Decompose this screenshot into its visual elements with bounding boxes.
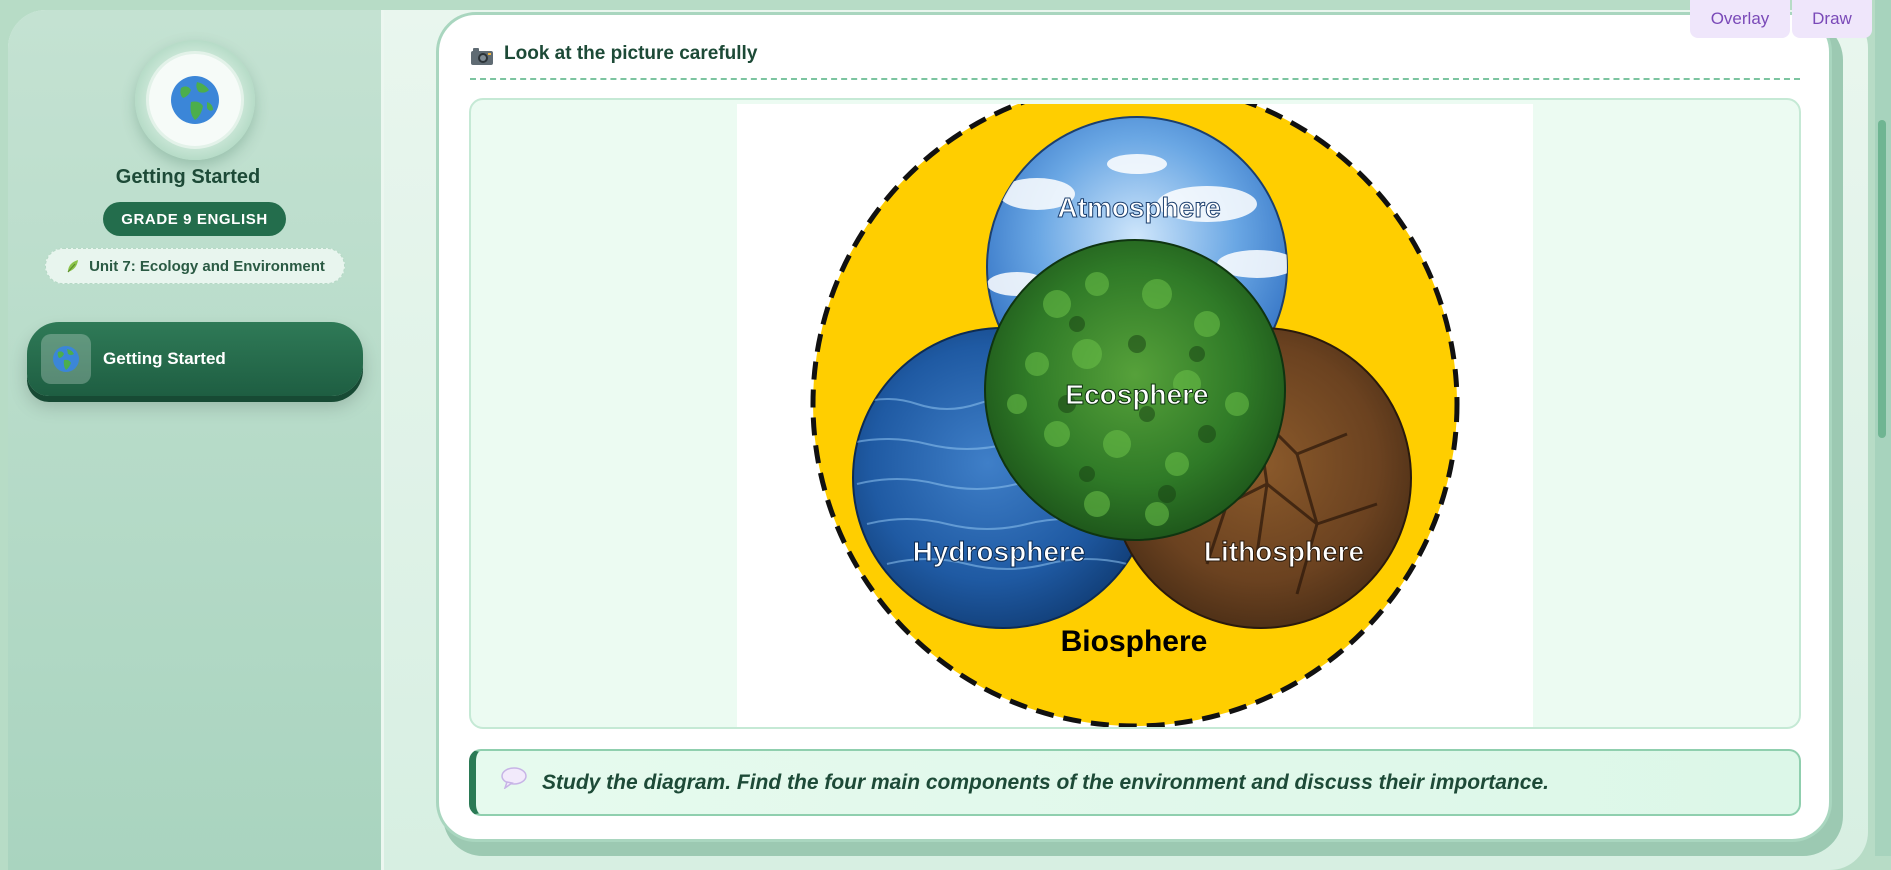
leaf-icon bbox=[67, 260, 79, 273]
card-header: Look at the picture carefully bbox=[470, 40, 1800, 80]
unit-label: Unit 7: Ecology and Environment bbox=[89, 257, 325, 275]
hydrosphere-label: Hydrosphere bbox=[913, 536, 1086, 567]
draw-button[interactable]: Draw bbox=[1792, 0, 1872, 38]
ecosphere-circle bbox=[984, 239, 1286, 541]
ecosphere-label: Ecosphere bbox=[1065, 379, 1208, 410]
sidebar-item-getting-started[interactable]: Getting Started bbox=[27, 322, 363, 396]
globe-icon bbox=[171, 76, 219, 124]
camera-icon bbox=[471, 48, 493, 65]
lithosphere-label: Lithosphere bbox=[1204, 536, 1364, 567]
grade-badge: GRADE 9 ENGLISH bbox=[103, 202, 286, 236]
sidebar-item-label: Getting Started bbox=[103, 349, 226, 368]
ecology-diagram: Atmosphere Ecosphere Hydrosphere Lithosp… bbox=[737, 79, 1533, 729]
instruction-text: Study the diagram. Find the four main co… bbox=[542, 770, 1549, 794]
speech-bubble-icon bbox=[501, 766, 527, 789]
atmosphere-label: Atmosphere bbox=[1057, 192, 1220, 223]
sidebar-title: Getting Started bbox=[115, 166, 261, 188]
scrollbar-thumb[interactable] bbox=[1878, 120, 1886, 438]
biosphere-label: Biosphere bbox=[1061, 625, 1208, 658]
avatar bbox=[135, 40, 255, 160]
globe-icon bbox=[53, 346, 79, 372]
card-title: Look at the picture carefully bbox=[504, 43, 758, 64]
unit-pill: Unit 7: Ecology and Environment bbox=[45, 248, 345, 284]
instruction-box: Study the diagram. Find the four main co… bbox=[469, 749, 1801, 816]
overlay-button[interactable]: Overlay bbox=[1690, 0, 1790, 38]
